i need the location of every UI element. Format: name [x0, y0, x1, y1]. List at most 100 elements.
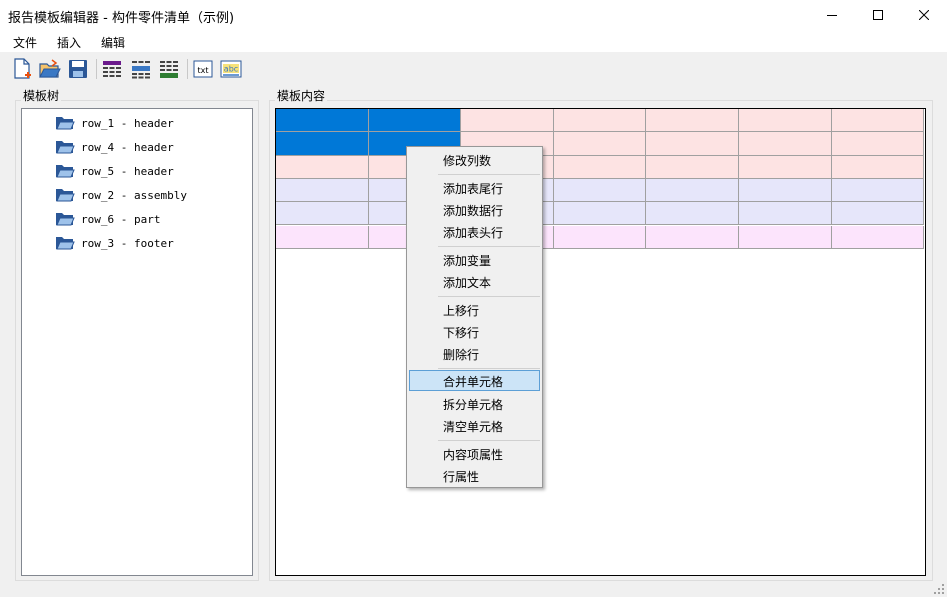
tree-item-label: row_2 - assembly [81, 188, 187, 202]
tree-item-label: row_3 - footer [81, 236, 174, 250]
maximize-icon [873, 10, 883, 20]
resize-grip-icon[interactable] [933, 583, 945, 595]
add-data-row-icon [132, 61, 150, 79]
menu-item-delete-row[interactable]: 删除行 [443, 348, 480, 362]
folder-icon [56, 117, 75, 130]
folder-icon [56, 141, 75, 154]
add-variable-button[interactable]: abc [220, 58, 242, 80]
grid-cell[interactable] [646, 132, 739, 156]
menu-item-move-row-up[interactable]: 上移行 [443, 304, 480, 318]
grid-cell[interactable] [461, 109, 554, 133]
save-button[interactable] [67, 58, 89, 80]
open-button[interactable] [39, 58, 61, 80]
grid-cell[interactable] [368, 109, 462, 133]
menu-item-content-properties[interactable]: 内容项属性 [443, 448, 504, 462]
grid-cell[interactable] [831, 155, 925, 179]
window-title: 报告模板编辑器 - 构件零件清单（示例) [8, 11, 235, 26]
menu-insert[interactable]: 插入 [57, 36, 82, 50]
grid-cell[interactable] [831, 109, 925, 133]
menu-item-clear-cells[interactable]: 清空单元格 [443, 420, 504, 434]
grid-cell[interactable] [553, 155, 647, 179]
folder-icon [56, 213, 75, 226]
grid-cell[interactable] [553, 202, 647, 226]
menu-item-merge-cells[interactable]: 合并单元格 [409, 370, 540, 391]
template-content[interactable] [275, 108, 926, 576]
menu-item-change-columns[interactable]: 修改列数 [443, 154, 492, 168]
context-menu: 修改列数 添加表尾行 添加数据行 添加表头行 添加变量 添加文本 上移行 下移行… [406, 146, 543, 488]
tree-item-label: row_4 - header [81, 140, 174, 154]
menu-item-move-row-down[interactable]: 下移行 [443, 326, 480, 340]
grid-cell[interactable] [831, 202, 925, 226]
add-data-row-button[interactable] [130, 58, 152, 80]
grid-cell[interactable] [739, 225, 832, 249]
menu-item-row-properties[interactable]: 行属性 [443, 470, 480, 484]
menu-file[interactable]: 文件 [13, 36, 38, 50]
menu-item-add-text[interactable]: 添加文本 [443, 276, 492, 290]
grid-cell[interactable] [553, 109, 647, 133]
grid-cell[interactable] [646, 225, 739, 249]
grid-cell[interactable] [739, 178, 832, 203]
folder-icon [56, 165, 75, 178]
folder-icon [56, 189, 75, 202]
tree-item[interactable]: row_6 - part [55, 209, 160, 229]
tree-item[interactable]: row_5 - header [55, 161, 174, 181]
folder-icon [56, 237, 75, 250]
title-bar: 报告模板编辑器 - 构件零件清单（示例) [0, 0, 947, 30]
tree-item[interactable]: row_1 - header [55, 113, 174, 133]
add-header-row-button[interactable] [101, 58, 123, 80]
menu-item-add-header-row[interactable]: 添加表头行 [443, 226, 504, 240]
svg-text:txt: txt [197, 66, 208, 75]
grid-cell[interactable] [276, 202, 369, 226]
tree-item[interactable]: row_2 - assembly [55, 185, 187, 205]
grid-cell[interactable] [553, 132, 647, 156]
new-button[interactable] [11, 58, 33, 80]
grid-cell[interactable] [553, 225, 647, 249]
grid-cell[interactable] [831, 132, 925, 156]
tree-item[interactable]: row_4 - header [55, 137, 174, 157]
grid-cell[interactable] [739, 155, 832, 179]
grid-cell[interactable] [739, 132, 832, 156]
grid-cell[interactable] [276, 155, 369, 179]
add-text-button[interactable]: txt [192, 58, 214, 80]
grid-cell[interactable] [276, 225, 369, 249]
grid-cell[interactable] [646, 178, 739, 203]
grid-cell[interactable] [646, 109, 739, 133]
grid-cell[interactable] [553, 178, 647, 203]
grid-cell[interactable] [276, 178, 369, 203]
grid-cell[interactable] [276, 109, 369, 133]
grid-cell[interactable] [831, 225, 925, 249]
add-variable-icon: abc [220, 60, 242, 78]
tree-item[interactable]: row_3 - footer [55, 233, 174, 253]
tree-item-label: row_6 - part [81, 212, 161, 226]
content-group [269, 100, 933, 581]
add-text-icon: txt [193, 60, 213, 78]
menu-edit[interactable]: 编辑 [101, 36, 126, 50]
menu-separator [438, 368, 540, 369]
menu-separator [438, 174, 540, 175]
close-button[interactable] [901, 0, 947, 30]
minimize-button[interactable] [809, 0, 855, 30]
grid-cell[interactable] [276, 132, 369, 156]
grid-cell[interactable] [646, 155, 739, 179]
svg-text:abc: abc [224, 65, 238, 74]
add-footer-row-button[interactable] [158, 58, 180, 80]
menu-separator [438, 440, 540, 441]
grid-cell[interactable] [831, 178, 925, 203]
menu-item-add-variable[interactable]: 添加变量 [443, 254, 492, 268]
menu-item-add-data-row[interactable]: 添加数据行 [443, 204, 504, 218]
content-panel-label: 模板内容 [275, 87, 328, 104]
grid-cell[interactable] [739, 109, 832, 133]
menu-item-split-cell[interactable]: 拆分单元格 [443, 398, 504, 412]
new-file-icon [14, 58, 31, 79]
menu-separator [438, 296, 540, 297]
maximize-button[interactable] [855, 0, 901, 30]
tree-panel-label: 模板树 [21, 87, 62, 104]
save-icon [69, 60, 87, 78]
tree-group [15, 100, 259, 581]
template-tree[interactable]: row_1 - header row_4 - header row_5 - he… [21, 108, 253, 576]
menu-item-add-footer-row[interactable]: 添加表尾行 [443, 182, 504, 196]
grid-cell[interactable] [646, 202, 739, 226]
toolbar: txt abc [0, 53, 947, 85]
grid-cell[interactable] [739, 202, 832, 226]
toolbar-separator [96, 59, 97, 79]
